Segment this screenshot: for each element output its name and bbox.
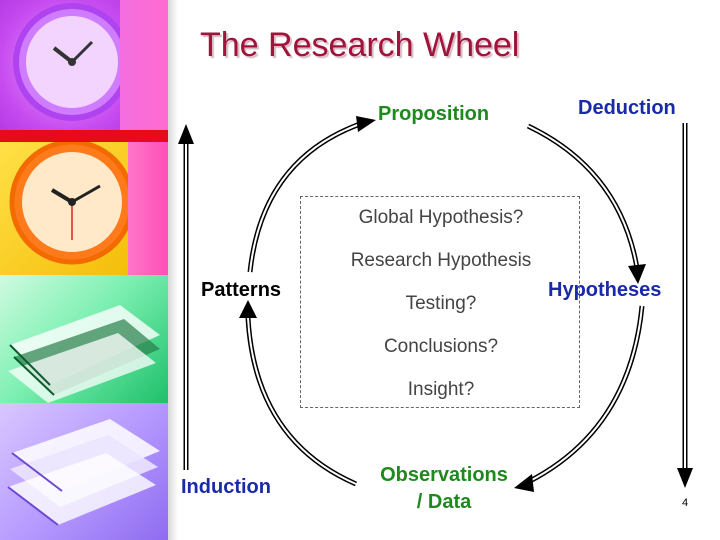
orange-clock-panel [0, 130, 168, 275]
wheel-arc-proposition-to-hypotheses [526, 123, 646, 284]
question-item: Insight? [407, 379, 475, 400]
purple-books-panel [0, 403, 168, 540]
deduction-label: Deduction [578, 97, 676, 119]
slide-title: The Research Wheel [200, 26, 520, 64]
strip-edge [168, 0, 178, 540]
question-item: Research Hypothesis [350, 250, 532, 271]
books-icon [8, 305, 160, 403]
induction-label: Induction [181, 476, 271, 498]
books-icon [7, 419, 160, 526]
hypotheses-label: Hypotheses [548, 279, 662, 301]
questions-box: Global Hypothesis? Research Hypothesis T… [300, 196, 580, 408]
question-item: Global Hypothesis? [358, 207, 524, 228]
decorative-image-strip [0, 0, 168, 540]
wheel-arc-patterns-to-proposition [247, 116, 376, 273]
induction-arrow [178, 124, 194, 470]
deduction-arrow [677, 123, 693, 488]
observations-label: Observations / Data [368, 462, 520, 516]
observations-line-2: / Data [416, 491, 472, 513]
question-item: Testing? [405, 293, 477, 314]
wheel-arc-observations-to-patterns [239, 300, 357, 487]
proposition-label: Proposition [378, 103, 490, 125]
purple-clock-panel [0, 0, 168, 130]
observations-line-1: Observations [380, 464, 508, 486]
page-number: 4 [682, 497, 689, 509]
question-item: Conclusions? [383, 336, 499, 357]
patterns-label: Patterns [201, 279, 282, 301]
clock-icon [9, 139, 135, 265]
green-books-panel [0, 275, 168, 403]
wheel-arc-hypotheses-to-observations [514, 305, 645, 492]
clock-icon [13, 3, 131, 121]
